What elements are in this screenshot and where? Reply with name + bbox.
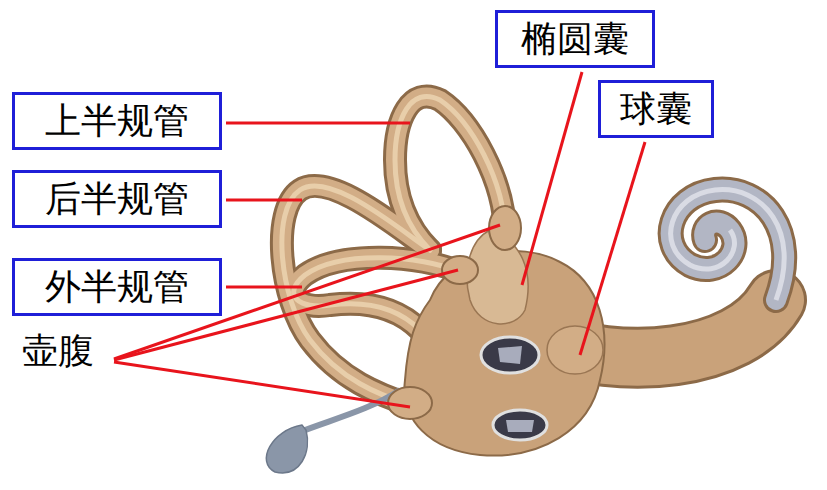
label-box: 椭圆囊 xyxy=(495,10,655,68)
part-name: 壶腹 xyxy=(22,330,94,371)
part-name: 上半规管 xyxy=(45,100,189,141)
label-box: 上半规管 xyxy=(12,92,222,150)
part-name: 球囊 xyxy=(620,88,692,129)
part-name: 椭圆囊 xyxy=(521,18,629,59)
label-box: 外半规管 xyxy=(12,258,222,316)
part-name: 后半规管 xyxy=(45,178,189,219)
label-box: 后半规管 xyxy=(12,170,222,228)
vestibule xyxy=(388,206,604,456)
label-box: 球囊 xyxy=(598,80,714,138)
part-name: 外半规管 xyxy=(45,266,189,307)
